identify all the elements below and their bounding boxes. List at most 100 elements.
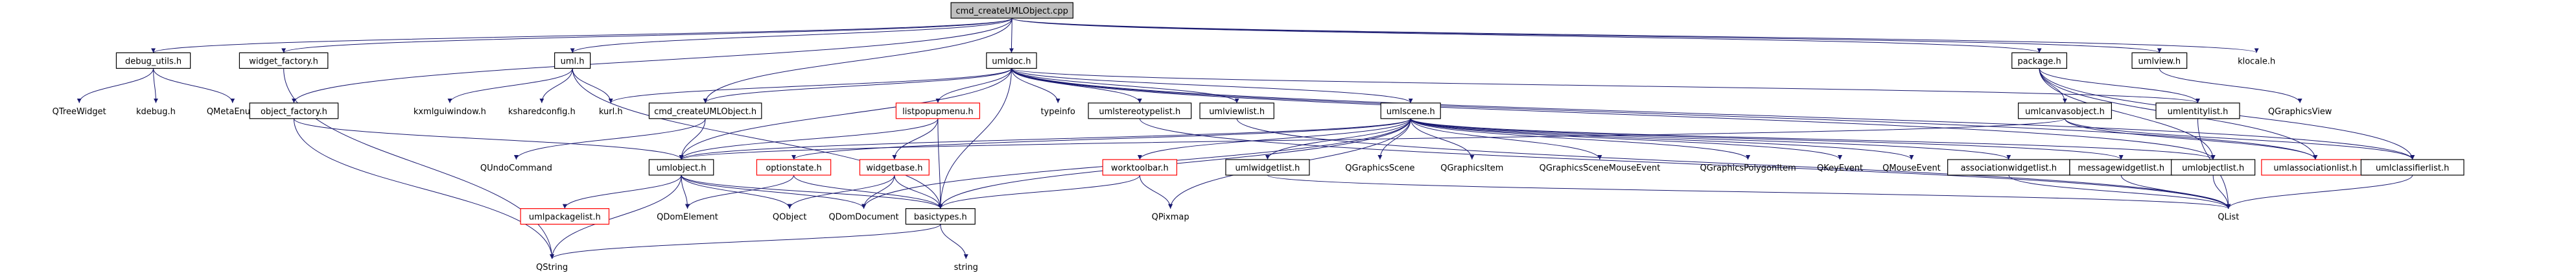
node-object_factory.h[interactable]: object_factory.h xyxy=(249,102,339,119)
edge-umlscene.h-to-QGraphicsSceneMouseEvent xyxy=(1410,118,1602,160)
node-package.h[interactable]: package.h xyxy=(2011,52,2067,69)
edge-umlwidgetlist.h-to-QList xyxy=(1267,175,2231,210)
edge-umldoc.h-to-umlclassifierlist.h xyxy=(1011,68,2415,160)
node-umlassociationlist.h[interactable]: umlassociationlist.h xyxy=(2261,159,2370,176)
edge-cmd_createUMLObject.cpp-to-klocale.h xyxy=(1011,18,2259,53)
edge-uml.h-to-kxmlguiwindow.h xyxy=(447,68,573,103)
node-label: kdebug.h xyxy=(136,107,176,117)
edge-basictypes.h-to-QString xyxy=(550,224,941,259)
edge-umlobject.h-to-QObject xyxy=(681,175,792,209)
edge-object_factory.h-to-umlobject.h xyxy=(293,118,684,160)
edge-umlscene.h-to-QMouseEvent xyxy=(1410,118,1914,160)
node-label: QMouseEvent xyxy=(1882,163,1941,173)
edge-umldoc.h-to-kurl.h xyxy=(608,67,1012,104)
node-QGraphicsScene: QGraphicsScene xyxy=(1345,163,1414,173)
node-label: umlobjectlist.h xyxy=(2182,163,2244,173)
node-umlpackagelist.h[interactable]: umlpackagelist.h xyxy=(520,208,610,225)
node-label: QPixmap xyxy=(1152,213,1189,223)
node-optionstate.h[interactable]: optionstate.h xyxy=(756,159,832,176)
node-box xyxy=(859,159,930,176)
node-umlwidgetlist.h[interactable]: umlwidgetlist.h xyxy=(1225,159,1310,176)
edge-cmd_createUMLObject.h-to-QUndoCommand xyxy=(513,118,706,160)
edge-basictypes.h-to-string xyxy=(940,224,968,259)
node-label: umlwidgetlist.h xyxy=(1235,163,1300,173)
node-widget_factory.h[interactable]: widget_factory.h xyxy=(239,52,329,69)
node-label: QUndoCommand xyxy=(480,163,552,173)
node-widgetbase.h[interactable]: widgetbase.h xyxy=(859,159,930,176)
node-cmd_createUMLObject.h[interactable]: cmd_createUMLObject.h xyxy=(648,102,762,119)
edge-cmd_createUMLObject.cpp-to-widget_factory.h xyxy=(281,18,1013,53)
node-label: kurl.h xyxy=(599,107,623,117)
node-label: QGraphicsScene xyxy=(1345,163,1414,173)
edge-uml.h-to-kurl.h xyxy=(572,68,613,103)
node-kxmlguiwindow.h: kxmlguiwindow.h xyxy=(414,107,486,117)
node-label: QGraphicsSceneMouseEvent xyxy=(1540,163,1661,173)
node-label: QTreeWidget xyxy=(53,107,106,117)
node-QDomElement: QDomElement xyxy=(657,213,718,223)
node-label: basictypes.h xyxy=(914,213,967,223)
edge-umlscene.h-to-QKeyEvent xyxy=(1410,118,1842,160)
node-QMouseEvent: QMouseEvent xyxy=(1882,163,1941,173)
edge-umlcanvasobject.h-to-umlobject.h xyxy=(679,118,2066,160)
node-umlclassifierlist.h[interactable]: umlclassifierlist.h xyxy=(2360,159,2465,176)
node-QGraphicsSceneMouseEvent: QGraphicsSceneMouseEvent xyxy=(1540,163,1661,173)
edge-umlscene.h-to-umlobjectlist.h xyxy=(1410,118,2216,160)
node-umlviewlist.h[interactable]: umlviewlist.h xyxy=(1199,102,1274,119)
edge-umldoc.h-to-basictypes.h xyxy=(938,68,1012,209)
node-box xyxy=(520,208,610,225)
edge-umldoc.h-to-umlobjectlist.h xyxy=(1011,68,2216,160)
node-umlobject.h[interactable]: umlobject.h xyxy=(648,159,714,176)
node-label: umlviewlist.h xyxy=(1209,107,1265,117)
edge-umlscene.h-to-optionstate.h xyxy=(791,118,1411,160)
edge-umldoc.h-to-umlstereotypelist.h xyxy=(1011,68,1142,103)
node-label: QKeyEvent xyxy=(1817,163,1863,173)
node-box xyxy=(950,2,1073,19)
node-label: umlclassifierlist.h xyxy=(2376,163,2449,173)
edge-debug_utils.h-to-QMetaEnum xyxy=(153,68,235,103)
edge-widgetbase.h-to-basictypes.h xyxy=(894,175,943,209)
edge-umldoc.h-to-umlassociationlist.h xyxy=(1011,68,2318,160)
node-umlview.h[interactable]: umlview.h xyxy=(2131,52,2188,69)
node-box xyxy=(554,52,591,69)
node-label: umlpackagelist.h xyxy=(529,213,601,223)
node-umlobjectlist.h[interactable]: umlobjectlist.h xyxy=(2171,159,2256,176)
edge-widgetbase.h-to-QDomDocument xyxy=(861,175,895,209)
edge-cmd_createUMLObject.cpp-to-uml.h xyxy=(570,18,1013,53)
node-umlentitylist.h[interactable]: umlentitylist.h xyxy=(2155,102,2240,119)
node-umlcanvasobject.h[interactable]: umlcanvasobject.h xyxy=(2018,102,2113,119)
edge-uml.h-to-ksharedconfig.h xyxy=(539,68,573,103)
node-klocale.h: klocale.h xyxy=(2238,56,2275,66)
edge-umlobject.h-to-QString xyxy=(550,175,682,259)
node-label: umlentitylist.h xyxy=(2168,107,2229,117)
node-QKeyEvent: QKeyEvent xyxy=(1817,163,1863,173)
node-label: object_factory.h xyxy=(261,107,327,117)
node-box xyxy=(2360,159,2465,176)
edge-cmd_createUMLObject.cpp-to-object_factory.h xyxy=(292,18,1013,103)
edge-cmd_createUMLObject.cpp-to-umldoc.h xyxy=(1009,18,1014,53)
node-label: QGraphicsPolygonItem xyxy=(1700,163,1796,173)
node-umlstereotypelist.h[interactable]: umlstereotypelist.h xyxy=(1088,102,1192,119)
node-associationwidgetlist.h[interactable]: associationwidgetlist.h xyxy=(1947,159,2070,176)
node-uml.h[interactable]: uml.h xyxy=(554,52,591,69)
edge-messagewidgetlist.h-to-QList xyxy=(2120,175,2231,209)
node-debug_utils.h[interactable]: debug_utils.h xyxy=(115,52,191,69)
node-cmd_createUMLObject.cpp[interactable]: cmd_createUMLObject.cpp xyxy=(950,2,1073,19)
node-box xyxy=(1947,159,2070,176)
node-box xyxy=(2011,52,2067,69)
node-box xyxy=(1380,102,1441,119)
node-basictypes.h[interactable]: basictypes.h xyxy=(905,208,976,225)
node-label: typeinfo xyxy=(1040,107,1075,117)
node-worktoolbar.h[interactable]: worktoolbar.h xyxy=(1102,159,1178,176)
node-box xyxy=(2171,159,2256,176)
edge-umlclassifierlist.h-to-QList xyxy=(2226,175,2413,209)
edge-umlobject.h-to-basictypes.h xyxy=(681,175,943,209)
node-label: cmd_createUMLObject.h xyxy=(654,107,756,117)
node-umlscene.h[interactable]: umlscene.h xyxy=(1380,102,1441,119)
node-box xyxy=(986,52,1037,69)
node-listpopupmenu.h[interactable]: listpopupmenu.h xyxy=(895,102,980,119)
node-messagewidgetlist.h[interactable]: messagewidgetlist.h xyxy=(2069,159,2173,176)
edge-widgetbase.h-to-QObject xyxy=(787,175,895,209)
node-umldoc.h[interactable]: umldoc.h xyxy=(986,52,1037,69)
